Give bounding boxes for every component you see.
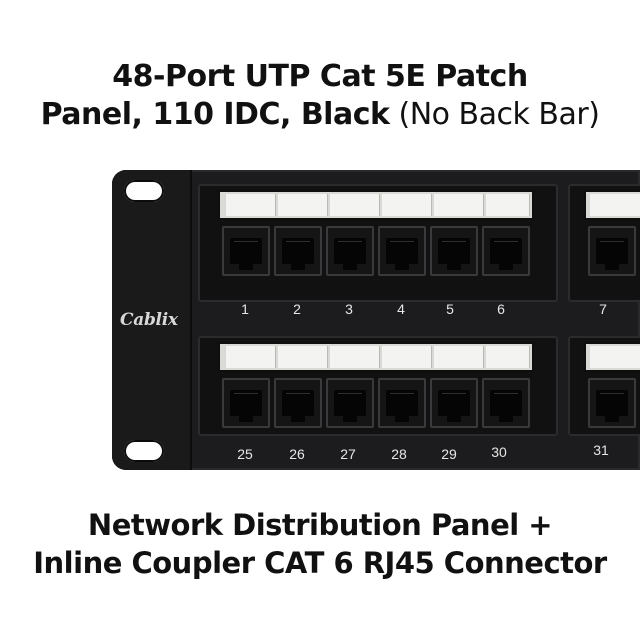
port-number-29: 29 — [441, 446, 457, 462]
port-bank-bottom-left — [198, 336, 558, 436]
port-number-30: 30 — [491, 444, 507, 460]
port-number-31: 31 — [593, 442, 609, 458]
patch-panel-photo: Cablix — [112, 170, 640, 470]
product-title-line-2: Panel, 110 IDC, Black (No Back Bar) — [0, 96, 640, 134]
label-strip-bottom-left — [218, 342, 534, 372]
rj45-port-3 — [326, 226, 374, 276]
port-bank-top-left — [198, 184, 558, 302]
mounting-slot-top — [124, 180, 164, 202]
rack-ear: Cablix — [112, 170, 192, 470]
rj45-port-29 — [430, 378, 478, 428]
mounting-slot-bottom — [124, 440, 164, 462]
rj45-port-30 — [482, 378, 530, 428]
brand-logo: Cablix — [120, 310, 178, 330]
rj45-port-25 — [222, 378, 270, 428]
rj45-port-28 — [378, 378, 426, 428]
port-number-25: 25 — [237, 446, 253, 462]
rj45-port-6 — [482, 226, 530, 276]
port-bank-bottom-right — [568, 336, 640, 436]
port-number-7: 7 — [599, 301, 607, 317]
caption-line-2: Inline Coupler CAT 6 RJ45 Connector — [33, 546, 607, 580]
port-number-27: 27 — [340, 446, 356, 462]
port-number-6: 6 — [497, 301, 505, 317]
rj45-port-26 — [274, 378, 322, 428]
product-title-bold: Panel, 110 IDC, Black — [40, 97, 390, 132]
port-number-5: 5 — [446, 301, 454, 317]
port-bank-top-right — [568, 184, 640, 302]
rj45-port-4 — [378, 226, 426, 276]
label-strip-top-left — [218, 190, 534, 220]
rj45-port-1 — [222, 226, 270, 276]
port-number-2: 2 — [293, 301, 301, 317]
port-number-1: 1 — [241, 301, 249, 317]
port-number-3: 3 — [345, 301, 353, 317]
rj45-port-5 — [430, 226, 478, 276]
port-number-4: 4 — [397, 301, 405, 317]
port-number-28: 28 — [391, 446, 407, 462]
product-title-light: (No Back Bar) — [389, 97, 600, 132]
rj45-port-27 — [326, 378, 374, 428]
caption-line-1: Network Distribution Panel + — [87, 508, 553, 542]
product-title-line-1: 48-Port UTP Cat 5E Patch — [112, 59, 528, 94]
rj45-port-2 — [274, 226, 322, 276]
port-number-26: 26 — [289, 446, 305, 462]
rj45-port-7 — [588, 226, 636, 276]
rj45-port-31 — [588, 378, 636, 428]
